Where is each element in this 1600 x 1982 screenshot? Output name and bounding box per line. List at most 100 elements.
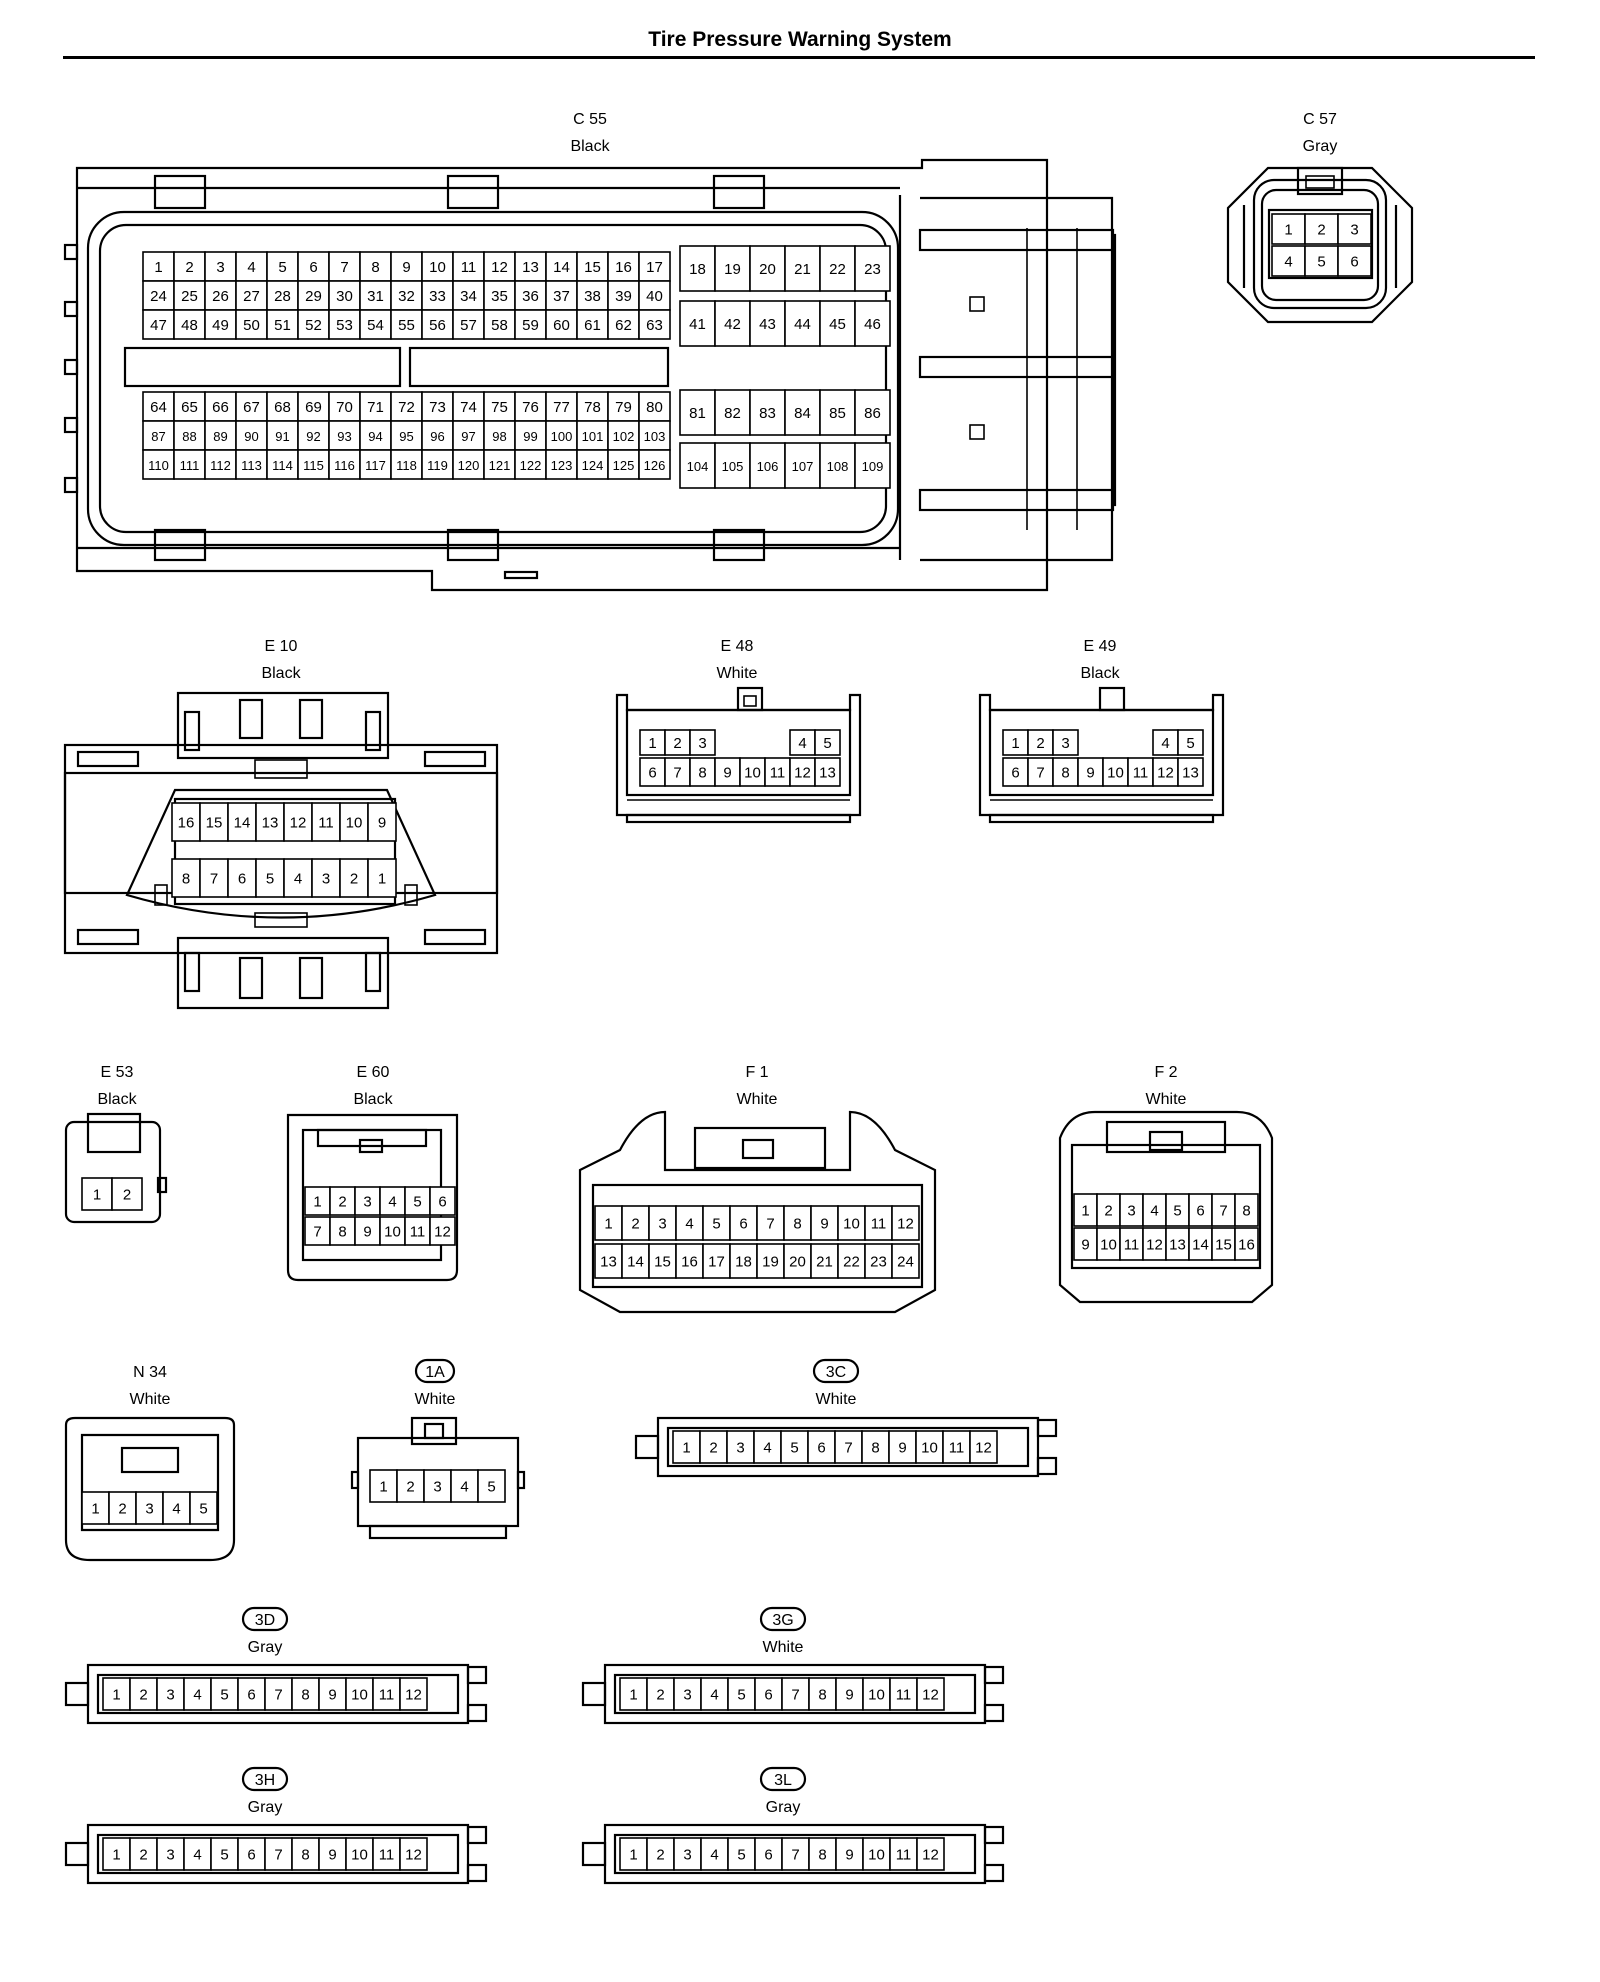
pin-cell: [266, 449, 299, 480]
pin-cell: [1271, 245, 1306, 277]
pin-number: 3: [166, 1847, 174, 1864]
pin-cell: [576, 420, 609, 451]
pin-cell: [399, 1677, 428, 1711]
pin-number: 15: [206, 815, 223, 832]
pin-cell: [421, 251, 454, 282]
f1-code: F 1: [745, 1064, 768, 1081]
pin-number: 2: [631, 1216, 639, 1233]
pin-number: 13: [600, 1254, 617, 1271]
pin-number: 4: [1284, 254, 1292, 271]
pin-number: 73: [429, 399, 446, 416]
e53-color: Black: [97, 1091, 137, 1108]
pin-cell: [756, 1243, 785, 1279]
pin-number: 3: [698, 735, 706, 752]
pin-cell: [108, 1491, 137, 1525]
pin-number: 80: [646, 399, 663, 416]
pin-number: 65: [181, 399, 198, 416]
e10-housing: [63, 691, 499, 1010]
pin-number: 2: [656, 1687, 664, 1704]
pin-number: 123: [551, 458, 573, 473]
pin-cell: [297, 309, 330, 340]
pin-number: 56: [429, 317, 446, 334]
pin-number: 1: [112, 1687, 120, 1704]
pin-number: 7: [766, 1216, 774, 1233]
pin-cell: [1152, 729, 1179, 756]
pin-number: 22: [843, 1254, 860, 1271]
pin-number: 46: [864, 316, 881, 333]
pin-number: 12: [975, 1440, 992, 1457]
3g-code-badge: [759, 1606, 807, 1632]
pin-number: 42: [724, 316, 741, 333]
pin-number: 82: [724, 405, 741, 422]
pin-cell: [173, 449, 206, 480]
strip-latch: [983, 1863, 1005, 1883]
pin-cell: [379, 1186, 406, 1216]
pin-cell: [607, 391, 640, 422]
pin-number: 23: [864, 261, 881, 278]
pin-number: 85: [829, 405, 846, 422]
pin-number: 43: [759, 316, 776, 333]
pin-number: 34: [460, 288, 477, 305]
n34-color: White: [130, 1391, 171, 1408]
pin-number: 55: [398, 317, 415, 334]
pin-number: 8: [1242, 1203, 1250, 1220]
strip-tab: [581, 1681, 607, 1707]
pin-number: 3: [658, 1216, 666, 1233]
strip-pin-frame: [613, 1833, 977, 1875]
pin-number: 20: [789, 1254, 806, 1271]
pin-number: 1: [604, 1216, 612, 1233]
pin-cell: [339, 802, 369, 842]
pin-number: 12: [1146, 1237, 1163, 1254]
pin-number: 6: [247, 1847, 255, 1864]
pin-number: 4: [193, 1847, 201, 1864]
pin-number: 12: [922, 1847, 939, 1864]
pin-cell: [1234, 1193, 1259, 1227]
pin-number: 2: [118, 1501, 126, 1518]
pin-number: 7: [340, 259, 348, 276]
pin-number: 8: [698, 765, 706, 782]
pin-cell: [702, 1243, 731, 1279]
pin-number: 15: [1215, 1237, 1232, 1254]
pin-number: 59: [522, 317, 539, 334]
pin-number: 111: [180, 458, 200, 473]
pin-number: 8: [182, 871, 190, 888]
pin-number: 14: [1192, 1237, 1209, 1254]
pin-number: 8: [818, 1847, 826, 1864]
strip-tab: [581, 1841, 607, 1867]
pin-cell: [729, 1243, 758, 1279]
e10-color: Black: [261, 665, 301, 682]
strip-tab: [64, 1841, 90, 1867]
3c-housing: [634, 1416, 1058, 1478]
pin-number: 15: [654, 1254, 671, 1271]
pin-cell: [638, 309, 671, 340]
pin-number: 115: [303, 458, 324, 473]
n34-housing: [64, 1416, 236, 1562]
pin-cell: [329, 1216, 356, 1246]
pin-number: 32: [398, 288, 415, 305]
strip-pin-frame: [96, 1673, 460, 1715]
pin-number: 9: [1081, 1237, 1089, 1254]
1a-code-badge: [414, 1358, 456, 1384]
pin-cell: [638, 449, 671, 480]
c57-housing: [1226, 166, 1414, 324]
pin-cell: [367, 858, 397, 898]
pin-cell: [297, 449, 330, 480]
pin-number: 6: [648, 765, 656, 782]
pin-cell: [328, 391, 361, 422]
pin-number: 3: [1127, 1203, 1135, 1220]
pin-cell: [142, 309, 175, 340]
e49-color: Black: [1080, 665, 1120, 682]
pin-number: 3: [683, 1687, 691, 1704]
pin-number: 4: [294, 871, 302, 888]
pin-cell: [621, 1205, 650, 1241]
pin-cell: [814, 729, 841, 756]
pin-cell: [156, 1837, 185, 1871]
pin-cell: [679, 442, 716, 489]
pin-number: 87: [151, 429, 165, 444]
